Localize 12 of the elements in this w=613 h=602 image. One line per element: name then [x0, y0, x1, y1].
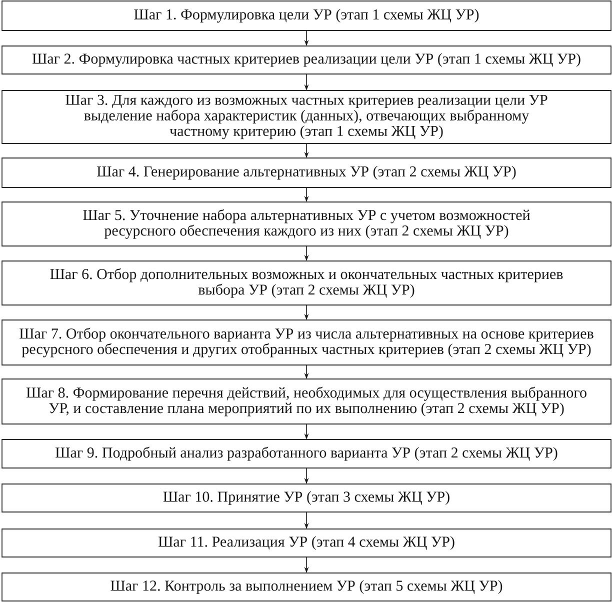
step-box: Шаг 1. Формулировка цели УР (этап 1 схемы ЖЦ УР): [2, 0, 612, 31]
step-box: Шаг 6. Отбор дополнительных возможных и окончательных частных критериев выбора УР (этап 2 схемы ЖЦ УР): [2, 260, 612, 306]
step-box: Шаг 5. Уточнение набора альтернативных УР с учетом возможностей ресурсного обеспечения каждого из них (этап 2 схемы ЖЦ УР): [2, 202, 612, 246]
step-box: Шаг 2. Формулировка частных критериев реализации цели УР (этап 1 схемы ЖЦ УР): [2, 46, 612, 74]
step-box: Шаг 12. Контроль за выполнением УР (этап 5 схемы ЖЦ УР): [2, 572, 612, 602]
step-box: Шаг 8. Формирование перечня действий, необходимых для осуществления выбранного УР, и составление плана мероприятий по их выполнению (этап 2 схемы ЖЦ УР): [2, 378, 612, 424]
step-box: Шаг 10. Принятие УР (этап 3 схемы ЖЦ УР): [2, 484, 612, 512]
step-box: Шаг 3. Для каждого из возможных частных критериев реализации цели УР выделение набора характеристик (данных), отвечающих выбранному частному критерию (этап 1 схемы ЖЦ УР): [2, 90, 612, 144]
step-box: Шаг 4. Генерирование альтернативных УР (этап 2 схемы ЖЦ УР): [2, 158, 612, 188]
step-box: Шаг 9. Подробный анализ разработанного варианта УР (этап 2 схемы ЖЦ УР): [2, 439, 612, 468]
step-box: Шаг 7. Отбор окончательного варианта УР из числа альтернативных на основе критериев ресурсного обеспечения и других отобранных частных критериев (этап 2 схемы ЖЦ УР): [2, 320, 612, 366]
step-box: Шаг 11. Реализация УР (этап 4 схемы ЖЦ УР): [2, 528, 612, 558]
